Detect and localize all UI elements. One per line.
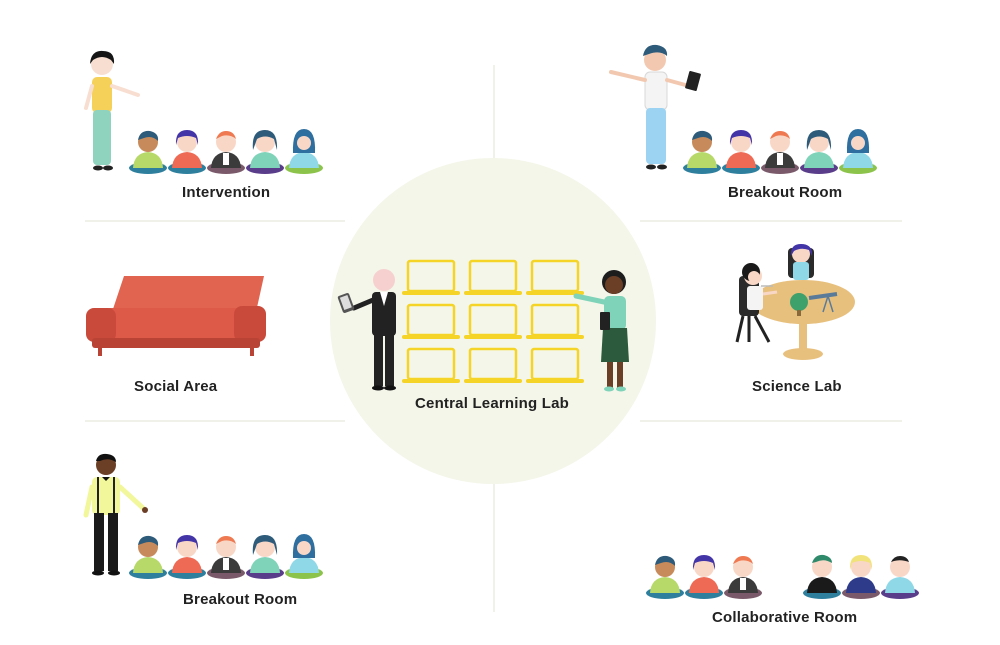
sofa-icon xyxy=(86,276,266,356)
student-group-left xyxy=(646,555,762,599)
teacher-figure xyxy=(84,50,140,171)
teacher-figure xyxy=(83,453,148,576)
label-central: Central Learning Lab xyxy=(415,395,570,412)
label-social: Social Area xyxy=(134,378,218,395)
label-collaborative: Collaborative Room xyxy=(712,609,858,626)
label-breakout-top: Breakout Room xyxy=(728,184,843,201)
divider-vertical-bottom xyxy=(493,480,495,612)
label-intervention: Intervention xyxy=(182,184,271,201)
presenter-figure xyxy=(337,269,396,391)
divider-horizontal-left-bottom xyxy=(85,420,345,422)
teacher-figure xyxy=(609,44,701,170)
divider-horizontal-left-top xyxy=(85,220,345,222)
divider-horizontal-right-top xyxy=(640,220,902,222)
label-science: Science Lab xyxy=(752,378,842,395)
divider-vertical-top xyxy=(493,65,495,165)
laptop-grid xyxy=(402,259,584,383)
divider-horizontal-right-bottom xyxy=(640,420,902,422)
label-breakout-bottom: Breakout Room xyxy=(183,591,298,608)
science-table-figure xyxy=(735,244,855,360)
student-row xyxy=(129,534,323,579)
teacher-figure xyxy=(573,270,629,392)
student-group-right xyxy=(803,554,919,599)
student-row xyxy=(129,129,323,174)
student-row xyxy=(683,129,877,174)
